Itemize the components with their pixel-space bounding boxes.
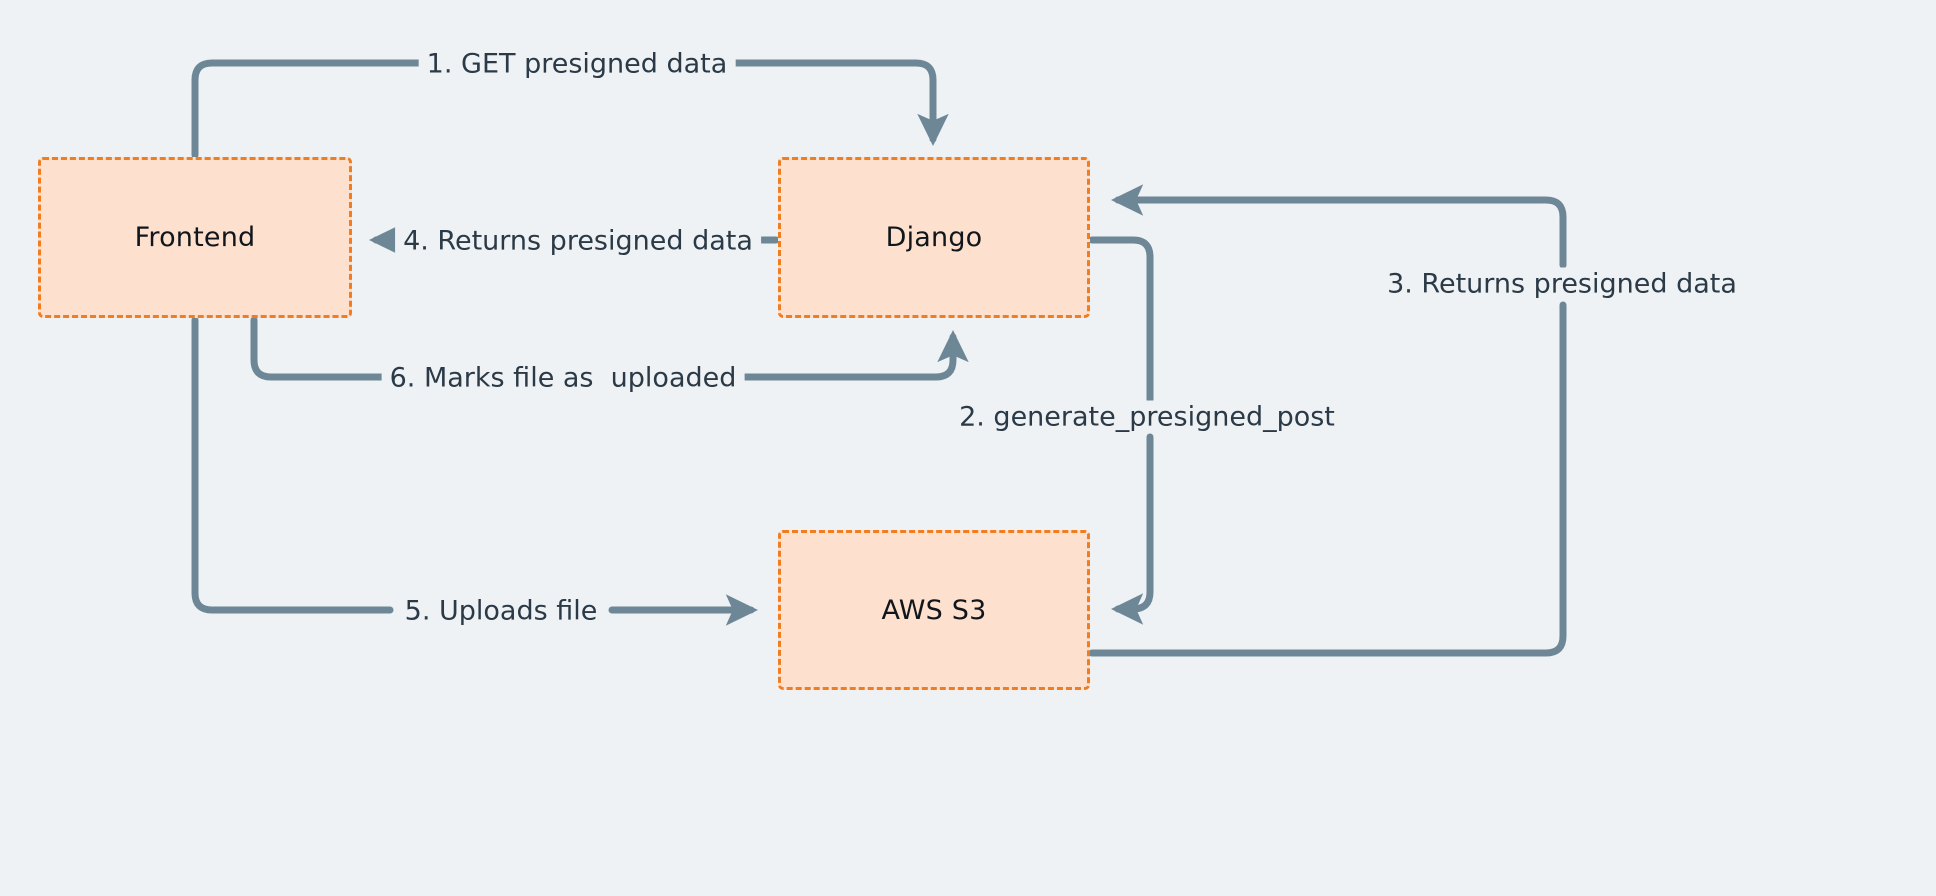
edge-3-path-lower: [1088, 301, 1567, 657]
edge-label-6: 6. Marks file as uploaded: [381, 361, 745, 395]
node-aws-s3-label: AWS S3: [881, 594, 987, 626]
edge-6-path-left: [250, 316, 394, 381]
edge-1-path-left: [191, 59, 436, 159]
edge-label-5: 5. Uploads file: [396, 594, 606, 628]
edge-5-path-left: [191, 316, 394, 614]
node-aws-s3[interactable]: AWS S3: [778, 530, 1090, 690]
edge-label-1: 1. GET presigned data: [418, 47, 736, 81]
node-django-label: Django: [885, 222, 983, 253]
edge-1-path-right: [718, 59, 949, 147]
edge-2-path-upper: [1088, 236, 1154, 404]
node-django[interactable]: Django: [778, 157, 1090, 318]
edge-3-path-upper: [1110, 184, 1567, 269]
edge-label-4: 4. Returns presigned data: [395, 224, 761, 258]
edge-6-path-right: [732, 329, 969, 381]
edge-label-2: 2. generate_presigned_post: [951, 400, 1343, 434]
node-frontend[interactable]: Frontend: [38, 157, 352, 318]
edge-label-3: 3. Returns presigned data: [1379, 267, 1745, 301]
edge-2-path-lower: [1110, 433, 1154, 625]
node-frontend-label: Frontend: [134, 222, 256, 253]
